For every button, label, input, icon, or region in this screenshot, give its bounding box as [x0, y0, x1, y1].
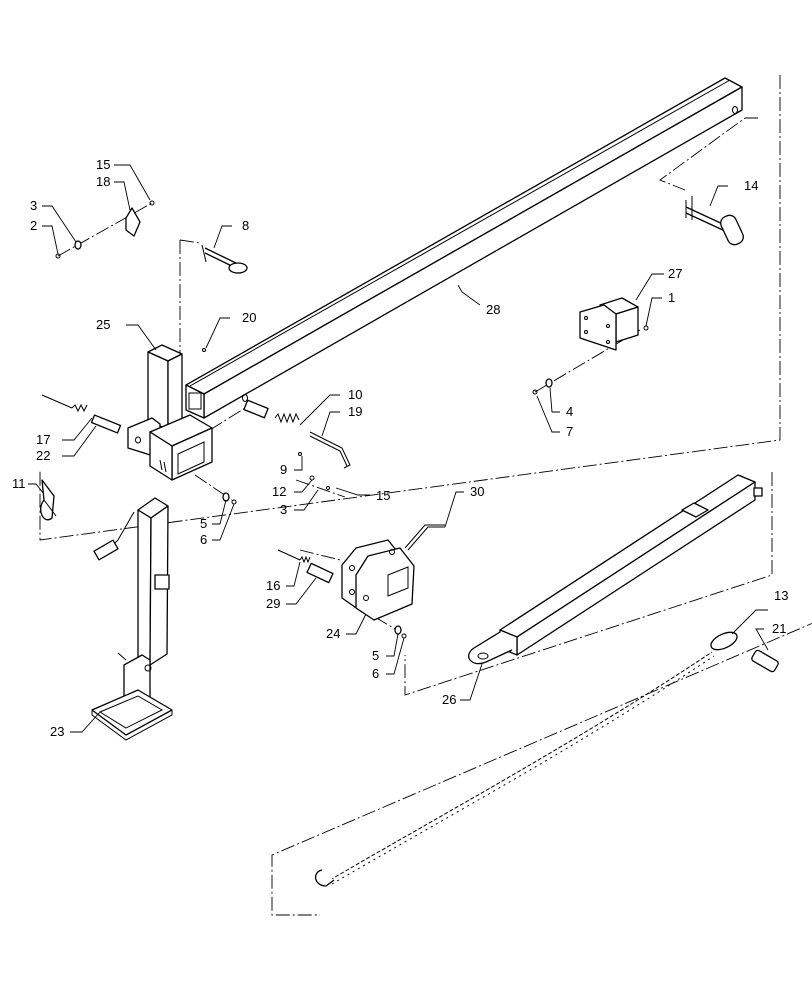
callout-19: 19 [348, 404, 362, 419]
safety-chain [315, 631, 779, 887]
callout-15-mid: 15 [376, 488, 390, 503]
callout-20: 20 [242, 310, 256, 325]
callout-5-right: 5 [372, 648, 379, 663]
callout-27: 27 [668, 266, 682, 281]
jack-stand [91, 497, 173, 741]
lynch-pin [40, 479, 57, 521]
extension-tube [468, 474, 763, 665]
callout-14: 14 [744, 178, 758, 193]
callout-16: 16 [266, 578, 280, 593]
callout-22: 22 [36, 448, 50, 463]
callout-labels: 15 18 3 2 8 14 25 20 28 27 1 4 7 10 19 9… [12, 157, 788, 739]
assembly-lines [39, 75, 812, 916]
callout-25: 25 [96, 317, 110, 332]
callout-7: 7 [566, 424, 573, 439]
callout-12: 12 [272, 484, 286, 499]
small-hardware [55, 200, 649, 639]
mount-bracket [579, 297, 639, 351]
callout-23: 23 [50, 724, 64, 739]
callout-13: 13 [774, 588, 788, 603]
callout-10: 10 [348, 387, 362, 402]
spring-pin [243, 399, 351, 469]
callout-2: 2 [30, 218, 37, 233]
callout-9: 9 [280, 462, 287, 477]
callout-29: 29 [266, 596, 280, 611]
jack-mount-bracket [127, 344, 213, 481]
callout-3-mid: 3 [280, 502, 287, 517]
callout-6-left: 6 [200, 532, 207, 547]
callout-1: 1 [668, 290, 675, 305]
callout-24: 24 [326, 626, 340, 641]
callout-6-right: 6 [372, 666, 379, 681]
callout-3-top: 3 [30, 198, 37, 213]
callout-30: 30 [470, 484, 484, 499]
callout-8: 8 [242, 218, 249, 233]
hitch-pin [685, 196, 744, 246]
leader-lines [28, 164, 769, 733]
callout-15-top: 15 [96, 157, 110, 172]
clip-pin [201, 244, 248, 274]
callout-5-left: 5 [200, 516, 207, 531]
bolt-and-bushing [277, 549, 334, 584]
callout-18: 18 [96, 174, 110, 189]
hitch-plates [341, 539, 415, 621]
handle-pin [404, 524, 445, 551]
callout-11: 11 [12, 476, 26, 491]
callout-28: 28 [486, 302, 500, 317]
jack-bolt-and-bushing [41, 394, 122, 434]
callout-4: 4 [566, 404, 573, 419]
callout-21: 21 [772, 621, 786, 636]
main-tongue-tube [185, 77, 743, 419]
retaining-clip [125, 207, 141, 237]
callout-17: 17 [36, 432, 50, 447]
callout-26: 26 [442, 692, 456, 707]
